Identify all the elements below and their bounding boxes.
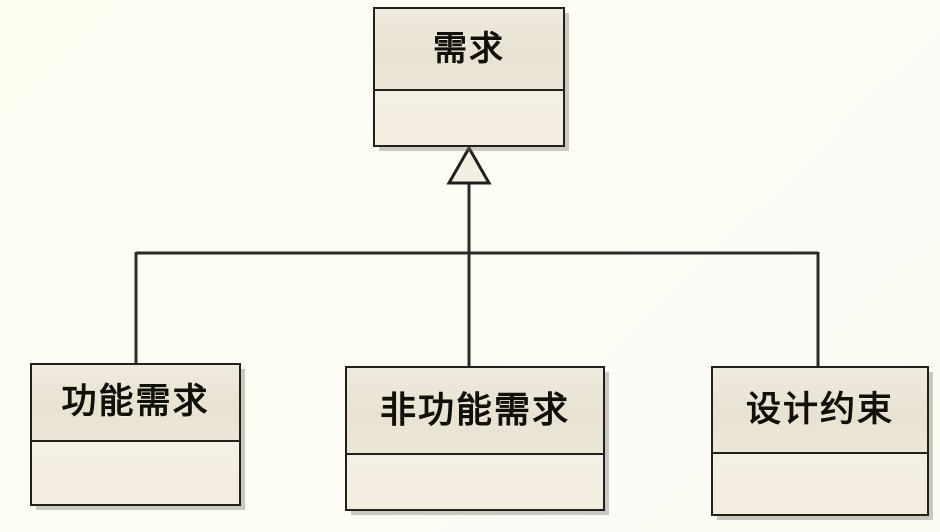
uml-class-name-label: 设计约束 xyxy=(745,389,894,430)
uml-attributes-compartment xyxy=(347,455,603,509)
uml-class-design-constraint[interactable]: 设计约束 xyxy=(711,366,929,516)
uml-name-compartment: 需求 xyxy=(375,9,563,91)
uml-class-requirement[interactable]: 需求 xyxy=(373,7,565,147)
uml-class-name-label: 需求 xyxy=(433,29,505,69)
uml-name-compartment: 非功能需求 xyxy=(347,368,603,455)
generalization-arrowhead-icon xyxy=(446,144,492,185)
uml-class-functional-requirement[interactable]: 功能需求 xyxy=(30,363,241,506)
uml-class-name-label: 非功能需求 xyxy=(379,389,570,431)
uml-name-compartment: 功能需求 xyxy=(32,365,239,442)
uml-attributes-compartment xyxy=(713,454,927,514)
uml-class-nonfunctional-requirement[interactable]: 非功能需求 xyxy=(345,366,605,511)
uml-name-compartment: 设计约束 xyxy=(713,368,927,454)
uml-attributes-compartment xyxy=(375,91,563,145)
uml-attributes-compartment xyxy=(32,442,239,504)
uml-class-name-label: 功能需求 xyxy=(61,382,210,422)
